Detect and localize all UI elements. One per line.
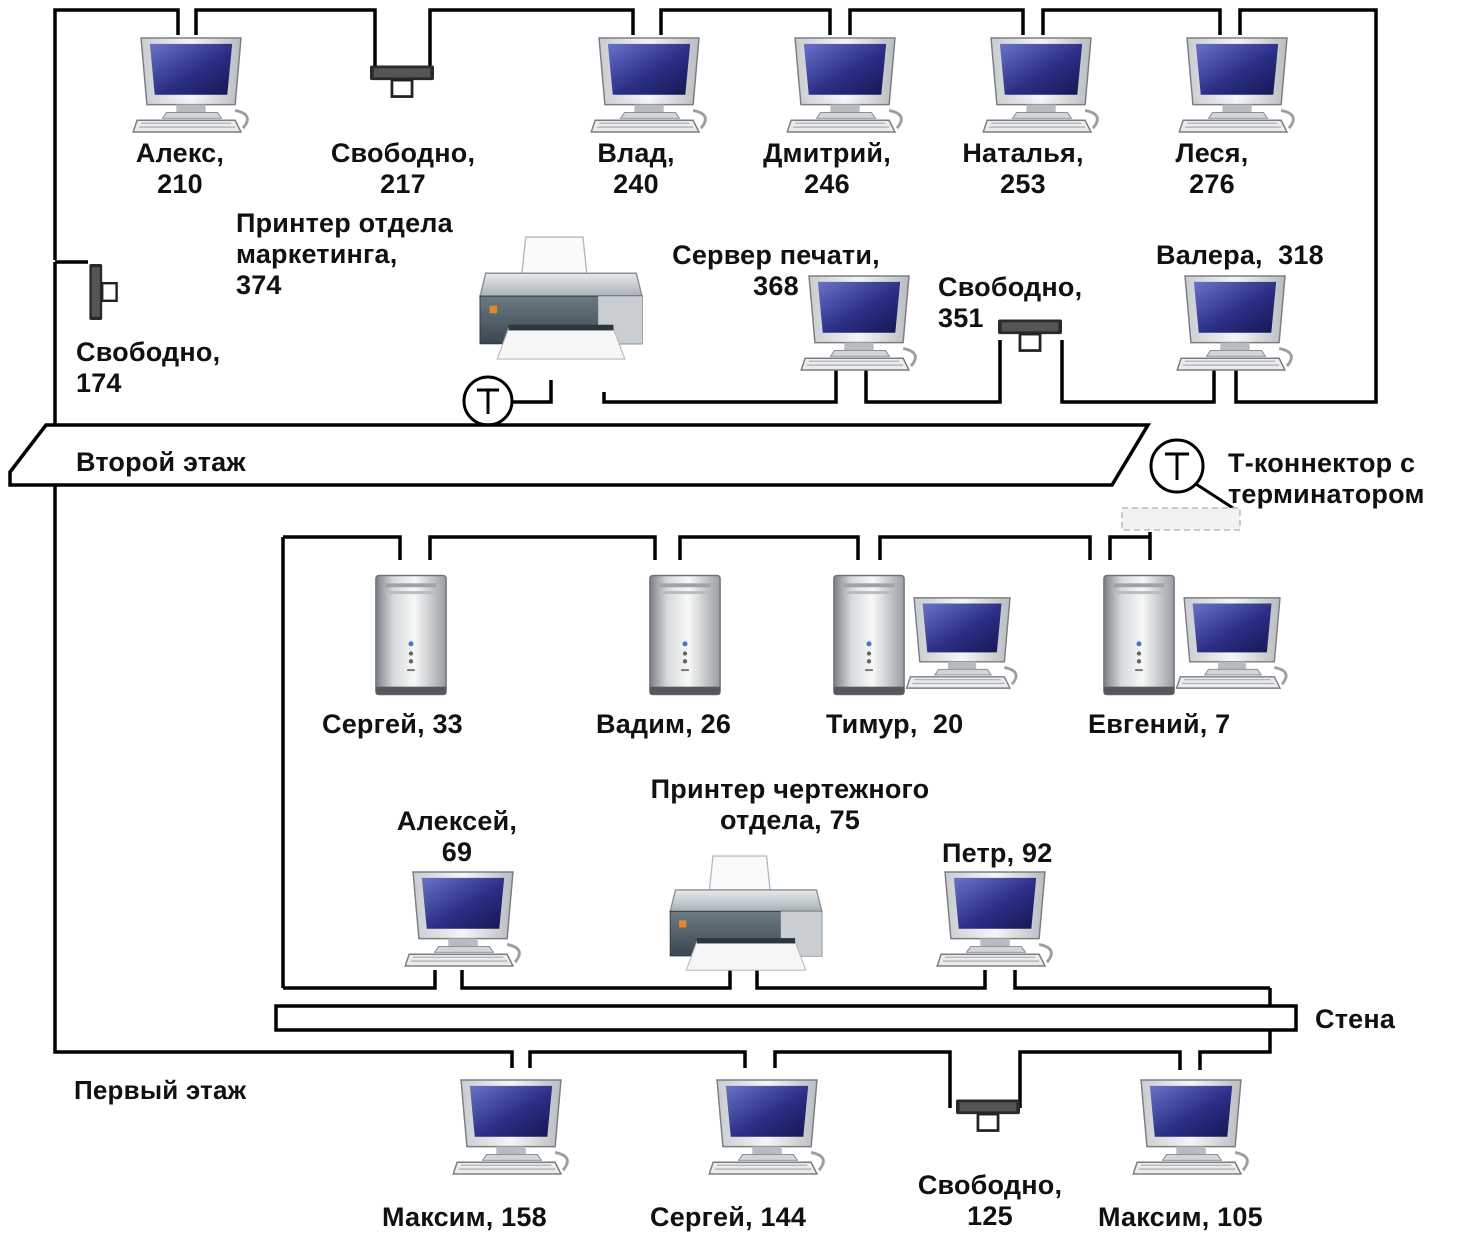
legend-label: Т-коннектор с терминатором (1228, 448, 1425, 509)
legend-t-connector-icon (1121, 507, 1241, 531)
device-label-vadim-26: Вадим, 26 (596, 709, 732, 739)
device-label-sergey-144: Сергей, 144 (650, 1202, 807, 1232)
device-label-natalya: Наталья,253 (962, 138, 1084, 199)
device-label-alexey-69: Алексей, 69 (396, 806, 518, 867)
device-label-sergey-33: Сергей, 33 (322, 709, 463, 739)
device-label-petr-92: Петр, 92 (942, 838, 1053, 868)
free-351-label: Свободно, 351 (938, 272, 1083, 333)
device-label-vlad: Влад,240 (597, 138, 675, 199)
bus-cable-left-riser (53, 260, 1272, 1108)
bus-cable-top-row (53, 8, 1378, 404)
marketing-printer-label: Принтер отдела маркетинга, 374 (236, 208, 453, 300)
bus-cable-first-floor-upper (281, 532, 1152, 988)
valera-label: Валера, 318 (1156, 240, 1324, 270)
device-label-dmitry: Дмитрий,246 (763, 138, 891, 199)
device-label-free-125: Свободно, 125 (917, 1170, 1063, 1231)
device-label-maxim-158: Максим, 158 (382, 1202, 547, 1232)
first-floor-label: Первый этаж (74, 1075, 247, 1105)
wall-label: Стена (1315, 1004, 1396, 1034)
device-label-free-217: Свободно,217 (330, 138, 476, 199)
second-floor-label: Второй этаж (76, 447, 246, 477)
device-label-maxim-105: Максим, 105 (1098, 1202, 1263, 1232)
drafting-printer-label: Принтер чертежного отдела, 75 (650, 774, 930, 835)
print-server-label: Сервер печати, 368 (672, 240, 880, 301)
device-label-lesya: Леся,276 (1175, 138, 1249, 199)
free-174-label: Свободно, 174 (76, 337, 221, 398)
bus-cable-first-floor-lower (283, 970, 1270, 990)
device-label-evgeny-7: Евгений, 7 (1088, 709, 1231, 739)
wall (274, 1004, 1298, 1032)
device-label-alex: Алекс,210 (135, 138, 225, 199)
second-floor-slab (8, 423, 1152, 487)
device-label-timur-20: Тимур, 20 (826, 709, 964, 739)
